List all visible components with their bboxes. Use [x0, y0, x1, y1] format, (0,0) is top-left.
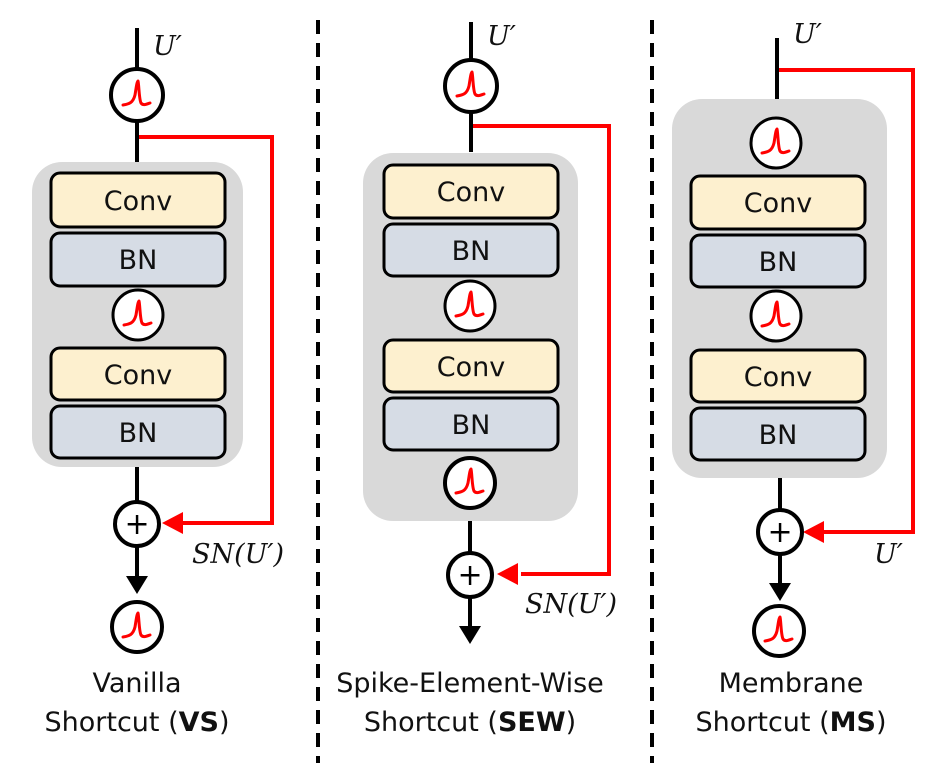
conv-block [49, 346, 227, 402]
shortcut-label: U′ [874, 539, 903, 570]
spike-neuron-icon [443, 58, 499, 114]
down-arrowhead [459, 626, 481, 644]
down-arrowhead [769, 583, 791, 601]
caption-line-2: Shortcut (VS) [44, 707, 229, 738]
input-label: U′ [153, 31, 182, 62]
conv-block [49, 171, 227, 229]
spike-neuron-icon [109, 67, 165, 123]
caption-abbreviation: VS [179, 707, 219, 738]
bn-block [689, 233, 867, 289]
shortcut-label: SN(U′) [192, 539, 284, 570]
bn-label: BN [119, 245, 158, 276]
shortcut-connection [473, 124, 611, 576]
caption-line-1: Membrane [719, 668, 864, 699]
conv-label: Conv [437, 177, 505, 208]
shortcut-arrowhead [162, 512, 183, 534]
caption-abbreviation: SEW [498, 707, 566, 738]
shortcut-arrowhead [497, 563, 518, 585]
caption-abbreviation: MS [830, 707, 876, 738]
bn-label: BN [452, 410, 491, 441]
bn-block [49, 404, 227, 460]
conv-label: Conv [744, 188, 812, 219]
shortcut-label: SN(U′) [525, 589, 617, 620]
conv-block [689, 174, 867, 231]
svg-text:+: + [767, 515, 792, 550]
caption-line-2: Shortcut (MS) [696, 707, 887, 738]
spike-neuron-icon [443, 456, 497, 510]
spike-neuron-icon [749, 289, 803, 343]
caption-line-2: Shortcut (SEW) [364, 707, 576, 738]
conv-label: Conv [744, 362, 812, 393]
panel-sew-shortcut: U′ Conv BN Conv BN + SN(U′) [336, 21, 617, 738]
svg-text:+: + [457, 558, 482, 593]
conv-label: Conv [104, 360, 172, 391]
conv-label: Conv [437, 352, 505, 383]
caption-line-1: Spike-Element-Wise [336, 668, 604, 699]
bn-label: BN [759, 420, 798, 451]
conv-block [382, 163, 560, 220]
add-node-icon: + [756, 508, 804, 556]
svg-text:+: + [124, 507, 149, 542]
spike-neuron-icon [752, 604, 806, 658]
shortcut-arrowhead [803, 521, 824, 543]
bn-block [382, 396, 560, 452]
bn-block [689, 406, 867, 462]
panel-vanilla-shortcut: U′ Conv BN Conv BN + SN(U′) [32, 28, 284, 738]
panel-membrane-shortcut: U′ Conv BN Conv BN + U′ Memb [672, 19, 915, 738]
down-arrowhead [126, 576, 148, 594]
bn-label: BN [759, 247, 798, 278]
bn-label: BN [452, 236, 491, 267]
caption-line-1: Vanilla [92, 668, 181, 699]
bn-block [382, 222, 560, 278]
spike-neuron-icon [110, 600, 164, 654]
shortcut-connection [139, 135, 274, 525]
spike-neuron-icon [749, 116, 803, 170]
conv-block [382, 338, 560, 394]
input-label: U′ [487, 21, 516, 52]
spike-neuron-icon [111, 288, 165, 342]
add-node-icon: + [446, 551, 494, 599]
conv-block [689, 348, 867, 404]
add-node-icon: + [113, 500, 161, 548]
spike-neuron-icon [443, 279, 497, 333]
bn-block [49, 231, 227, 288]
shortcut-connection [779, 68, 915, 534]
input-label: U′ [793, 19, 822, 50]
bn-label: BN [119, 418, 158, 449]
conv-label: Conv [104, 186, 172, 217]
